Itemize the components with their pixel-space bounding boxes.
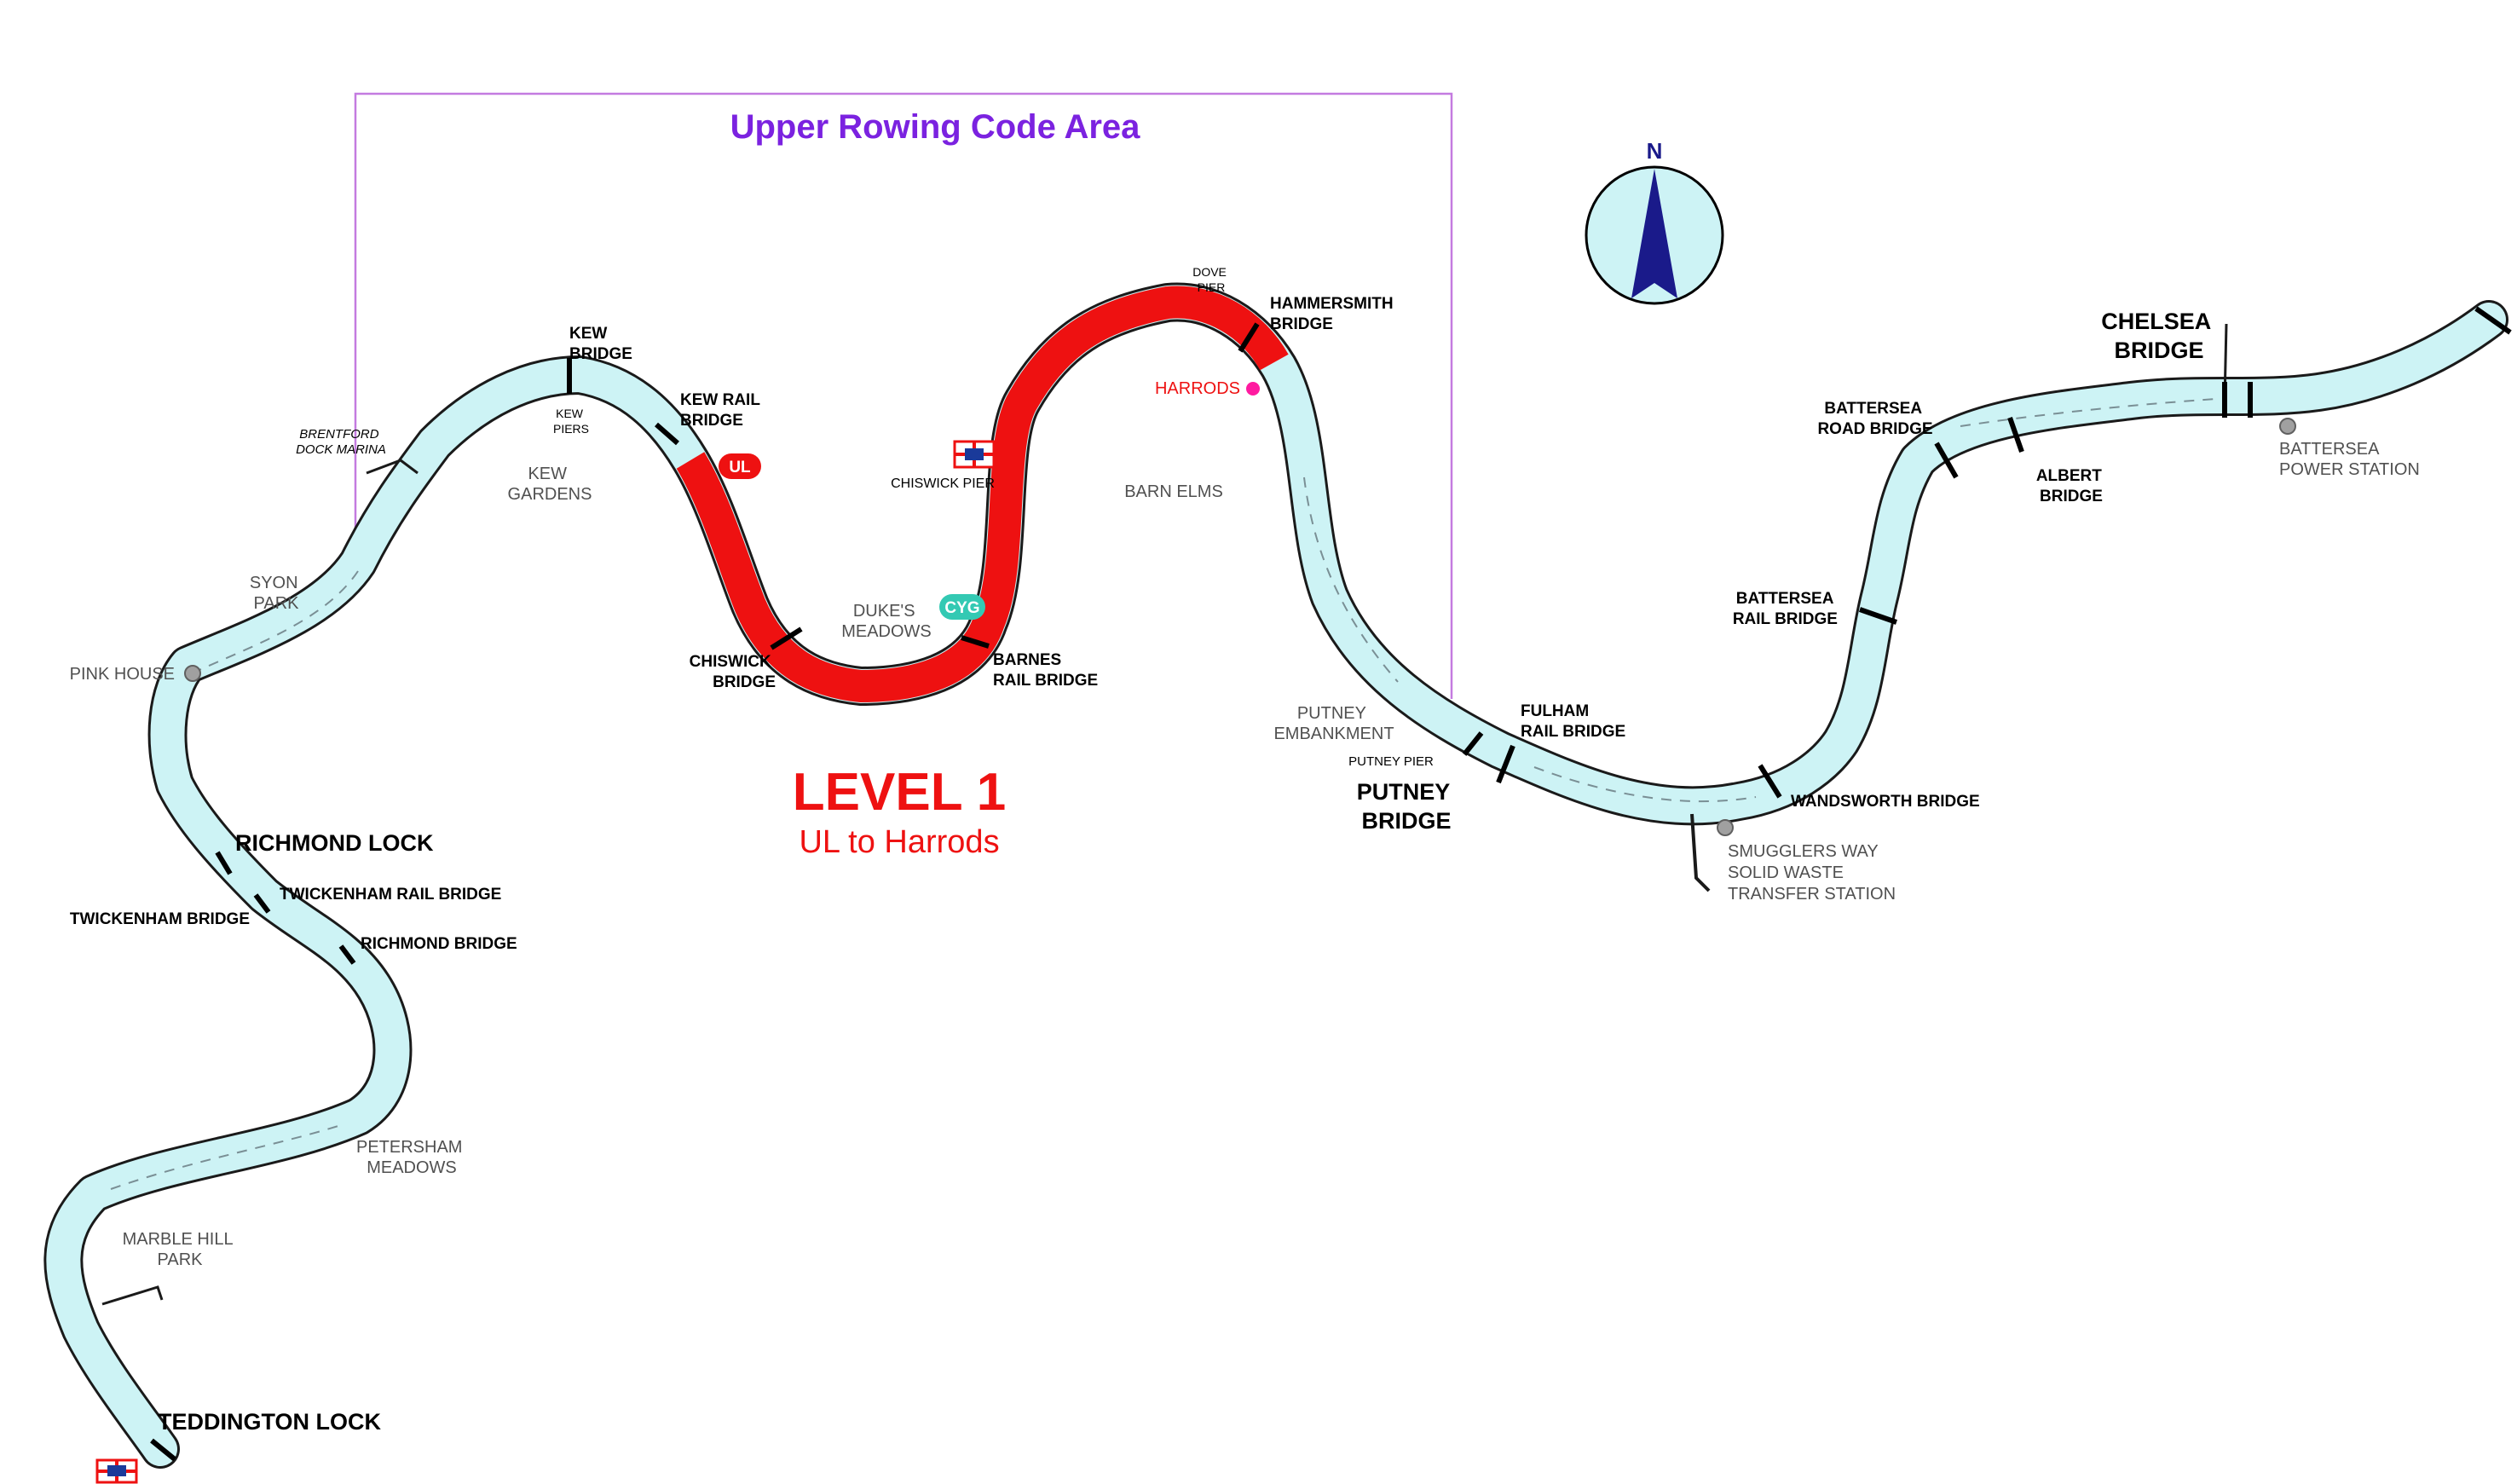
battersea-power-station-label: BATTERSEA POWER STATION bbox=[2279, 440, 2420, 479]
chiswick-bridge-line bbox=[770, 627, 803, 650]
richmond-lock-line bbox=[215, 851, 233, 875]
pink-house-label: PINK HOUSE bbox=[70, 665, 175, 684]
kew-bridge-label: KEW BRIDGE bbox=[569, 325, 632, 363]
chiswick-bridge-label: CHISWICK BRIDGE bbox=[690, 653, 776, 691]
twickenham-rail-bridge-line bbox=[253, 893, 271, 914]
compass: N bbox=[1585, 138, 1724, 305]
smugglers-way-marker bbox=[1717, 819, 1734, 836]
twickenham-rail-bridge-label: TWICKENHAM RAIL BRIDGE bbox=[280, 886, 501, 904]
putney-pier-label: PUTNEY PIER bbox=[1348, 754, 1434, 769]
putney-bridge-label: PUTNEY BRIDGE bbox=[1357, 779, 1457, 834]
ul-badge: UL bbox=[719, 453, 761, 479]
hammersmith-bridge-line bbox=[1238, 322, 1260, 353]
kew-rail-bridge-label: KEW RAIL BRIDGE bbox=[680, 391, 765, 430]
chiswick-pier-label: CHISWICK PIER bbox=[891, 476, 995, 491]
barnes-rail-bridge-line bbox=[961, 635, 990, 649]
harrods-marker bbox=[1246, 382, 1260, 396]
albert-bridge-label: ALBERT BRIDGE bbox=[2036, 467, 2106, 505]
teddington-lock-line bbox=[150, 1438, 176, 1462]
hammersmith-bridge-label: HAMMERSMITH BRIDGE bbox=[1270, 295, 1398, 333]
chelsea-bridge-label: CHELSEA BRIDGE bbox=[2101, 309, 2217, 363]
putney-bridge-line bbox=[1462, 731, 1484, 756]
cyg-badge: CYG bbox=[939, 594, 985, 620]
north-arrow-icon bbox=[1631, 169, 1677, 298]
end-bridge-line bbox=[2474, 306, 2512, 335]
battersea-rail-bridge-label: BATTERSEA RAIL BRIDGE bbox=[1733, 590, 1838, 628]
barnes-rail-bridge-label: BARNES RAIL BRIDGE bbox=[993, 651, 1098, 690]
kew-piers-label: KEW PIERS bbox=[553, 407, 589, 436]
battersea-rail-bridge-line bbox=[1859, 607, 1897, 625]
fulham-rail-bridge-label: FULHAM RAIL BRIDGE bbox=[1521, 702, 1625, 741]
barn-elms-label: BARN ELMS bbox=[1124, 482, 1223, 501]
battersea-road-bridge-label: BATTERSEA ROAD BRIDGE bbox=[1817, 400, 1932, 438]
flag-icon bbox=[953, 440, 996, 469]
cyg-badge-label: CYG bbox=[944, 599, 979, 617]
compass-label: N bbox=[1647, 138, 1663, 164]
putney-embankment-label: PUTNEY EMBANKMENT bbox=[1273, 704, 1394, 743]
level-subtitle: UL to Harrods bbox=[799, 824, 999, 860]
dukes-meadows-label: DUKE'S MEADOWS bbox=[841, 602, 932, 641]
battersea-power-station-marker bbox=[2279, 418, 2296, 435]
marble-hill-inlet bbox=[101, 1285, 164, 1306]
dove-pier-label: DOVE PIER bbox=[1192, 265, 1230, 294]
smugglers-way-inlet bbox=[1690, 813, 1711, 892]
upper-rowing-code-area-border bbox=[354, 92, 1453, 699]
richmond-bridge-line bbox=[338, 944, 356, 965]
battersea-road-bridge-line bbox=[1934, 442, 1959, 479]
smugglers-way-label: SMUGGLERS WAY SOLID WASTE TRANSFER STATI… bbox=[1728, 842, 1896, 904]
level-heading: LEVEL 1 bbox=[793, 763, 1006, 822]
harrods-label: HARRODS bbox=[1155, 379, 1240, 398]
petersham-meadows-label: PETERSHAM MEADOWS bbox=[356, 1138, 467, 1177]
syon-park-label: SYON PARK bbox=[250, 574, 303, 613]
richmond-lock-label: RICHMOND LOCK bbox=[235, 830, 434, 856]
twickenham-bridge-label: TWICKENHAM BRIDGE bbox=[70, 910, 250, 928]
richmond-bridge-label: RICHMOND BRIDGE bbox=[361, 935, 517, 953]
map-title: Upper Rowing Code Area bbox=[730, 108, 1141, 146]
bridges bbox=[150, 306, 2512, 1462]
wandsworth-bridge-label: WANDSWORTH BRIDGE bbox=[1791, 793, 1980, 811]
teddington-lock-label: TEDDINGTON LOCK bbox=[158, 1409, 381, 1435]
albert-bridge-line bbox=[2007, 417, 2024, 453]
ul-badge-label: UL bbox=[729, 459, 751, 476]
brentford-dock-marina-label: BRENTFORD DOCK MARINA bbox=[296, 427, 386, 457]
flag-icon bbox=[95, 1458, 138, 1484]
kew-gardens-label: KEW GARDENS bbox=[508, 465, 592, 504]
level-1-section bbox=[676, 286, 1289, 703]
brentford-dock-inlet bbox=[366, 459, 419, 475]
wandsworth-bridge-line bbox=[1758, 764, 1782, 799]
river-thames bbox=[43, 282, 2508, 1469]
pink-house-marker bbox=[184, 665, 201, 682]
fulham-rail-bridge-line bbox=[1496, 744, 1515, 784]
marble-hill-park-label: MARBLE HILL PARK bbox=[123, 1230, 238, 1269]
kew-rail-bridge-line bbox=[655, 422, 679, 446]
